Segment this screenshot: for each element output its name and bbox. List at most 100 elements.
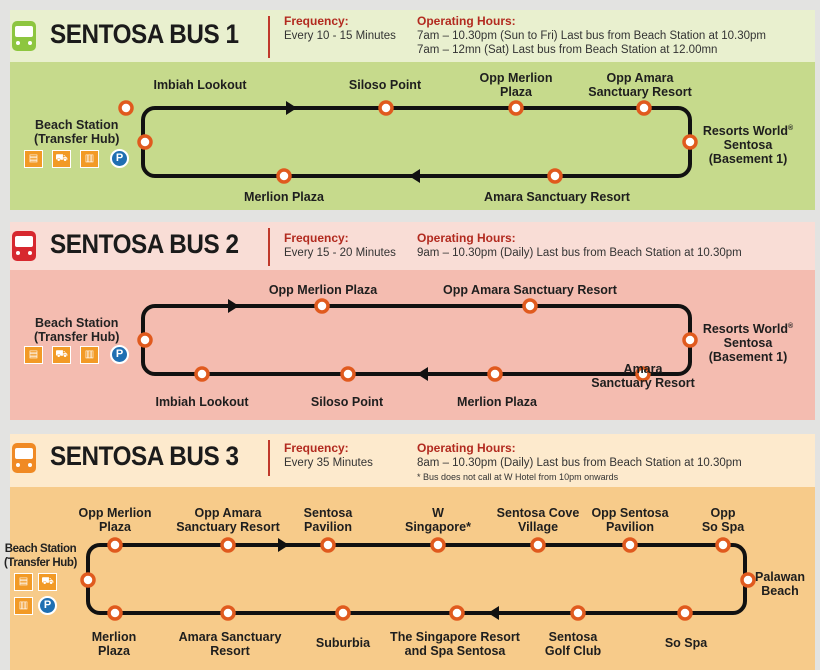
stop-label: Siloso Point [349, 78, 421, 92]
stop-label-line: Plaza [500, 85, 532, 99]
stop-marker [220, 605, 236, 621]
stop-label-line: Opp Amara Sanctuary Resort [443, 283, 617, 297]
stop-label-line: Resorts World® [702, 322, 794, 337]
stop-label: Opp Amara Sanctuary Resort [443, 283, 617, 297]
frequency-value: Every 15 - 20 Minutes [284, 247, 396, 259]
hours-note: * Bus does not call at W Hotel from 10pm… [417, 472, 619, 482]
stop-label-line: Opp Amara [194, 506, 262, 520]
stop-label-line: Sentosa Cove [496, 506, 580, 520]
stop-label-line: Merlion Plaza [244, 190, 324, 204]
stop-marker [622, 537, 638, 553]
stop-marker [635, 366, 651, 382]
stop-label-line: Sanctuary Resort [591, 376, 695, 390]
stop-label-line: The Singapore Resort [390, 630, 520, 644]
hours-line-1: 9am – 10.30pm (Daily) Last bus from Beac… [417, 247, 742, 259]
bus-icon [12, 21, 36, 51]
hours-line-1: 8am – 10.30pm (Daily) Last bus from Beac… [417, 457, 742, 469]
hub-subtitle: (Transfer Hub) [34, 330, 120, 344]
stop-label-line: (Basement 1) [708, 152, 788, 167]
stop-label-line: Imbiah Lookout [153, 78, 247, 92]
stop-label-line: and Spa Sentosa [404, 644, 506, 658]
direction-arrow [278, 538, 289, 552]
stop-marker [677, 605, 693, 621]
stop-label-line: Opp Amara [606, 71, 674, 85]
hub-name: Beach Station [35, 316, 119, 330]
stop-label: So Spa [665, 636, 707, 650]
bus-icon: ▥ [14, 597, 33, 615]
stop-label-line: Opp Sentosa [591, 506, 669, 520]
stop-marker [487, 366, 503, 382]
frequency-label: Frequency: [284, 441, 349, 455]
stop-marker [547, 168, 563, 184]
stop-label-line: Sentosa [303, 506, 353, 520]
stop-marker [335, 605, 351, 621]
stop-label-line: Golf Club [544, 644, 602, 658]
bus-icon [12, 231, 36, 261]
stop-label-line: Sentosa [548, 630, 598, 644]
stop-marker [522, 298, 538, 314]
bus3-header: SENTOSA BUS 3 Frequency: Every 35 Minute… [10, 434, 815, 487]
stop-label: Resorts World®Sentosa(Basement 1) [703, 122, 793, 166]
stop-marker [508, 100, 524, 116]
bus-icon: ▥ [80, 346, 99, 364]
stop-marker [570, 605, 586, 621]
bus3-route-map [10, 487, 815, 670]
stop-label-line: Resort [210, 644, 250, 658]
stop-marker [682, 134, 698, 150]
divider [268, 16, 270, 58]
direction-arrow [409, 169, 420, 183]
tram-icon: ▤ [14, 573, 33, 591]
hub-subtitle: (Transfer Hub) [34, 132, 120, 146]
stop-label-line: Resorts World® [702, 124, 794, 139]
hours-label: Operating Hours: [417, 441, 516, 455]
stop-label: Siloso Point [311, 395, 383, 409]
stop-label-line: W [432, 506, 444, 520]
parking-icon: P [38, 596, 57, 615]
stop-label-line: Village [517, 520, 559, 534]
stop-label-line: Imbiah Lookout [155, 395, 249, 409]
stop-marker [530, 537, 546, 553]
stop-label-line: Sanctuary Resort [176, 520, 280, 534]
bus3-panel: SENTOSA BUS 3 Frequency: Every 35 Minute… [10, 434, 815, 670]
stop-marker [682, 332, 698, 348]
stop-marker [276, 168, 292, 184]
taxi-icon: ⛟ [38, 573, 57, 591]
tram-icon: ▤ [24, 150, 43, 168]
stop-label-line: So Spa [701, 520, 745, 534]
bus3-route-loop [86, 543, 747, 615]
bus2-panel: SENTOSA BUS 2 Frequency: Every 15 - 20 M… [10, 222, 815, 420]
stop-marker [430, 537, 446, 553]
direction-arrow [228, 299, 239, 313]
taxi-icon: ⛟ [52, 346, 71, 364]
hub-label: Beach Station(Transfer Hub) [34, 316, 119, 344]
stop-label-line: Sentosa [723, 336, 773, 351]
stop-label: Resorts World®Sentosa(Basement 1) [703, 320, 793, 364]
stop-marker [636, 100, 652, 116]
stop-label: Suburbia [316, 636, 370, 650]
stop-label-line: Plaza [98, 644, 130, 658]
stop-marker [378, 100, 394, 116]
route-title: SENTOSA BUS 3 [50, 441, 239, 471]
hours-line-2: 7am – 12mn (Sat) Last bus from Beach Sta… [417, 44, 718, 56]
hub-label: Beach Station(Transfer Hub) [34, 118, 119, 146]
bus-icon [12, 443, 36, 473]
parking-icon: P [110, 345, 129, 364]
stop-marker [320, 537, 336, 553]
stop-label-line: Beach [761, 584, 799, 598]
stop-marker [194, 366, 210, 382]
hub-label: Beach Station(Transfer Hub) [4, 542, 77, 570]
stop-marker [740, 572, 756, 588]
route-title: SENTOSA BUS 1 [50, 19, 239, 49]
stop-label-line: Siloso Point [310, 395, 384, 409]
direction-arrow [488, 606, 499, 620]
stop-label-line: Pavilion [606, 520, 654, 534]
stop-marker [340, 366, 356, 382]
stop-label-line: Palawan [754, 570, 806, 584]
